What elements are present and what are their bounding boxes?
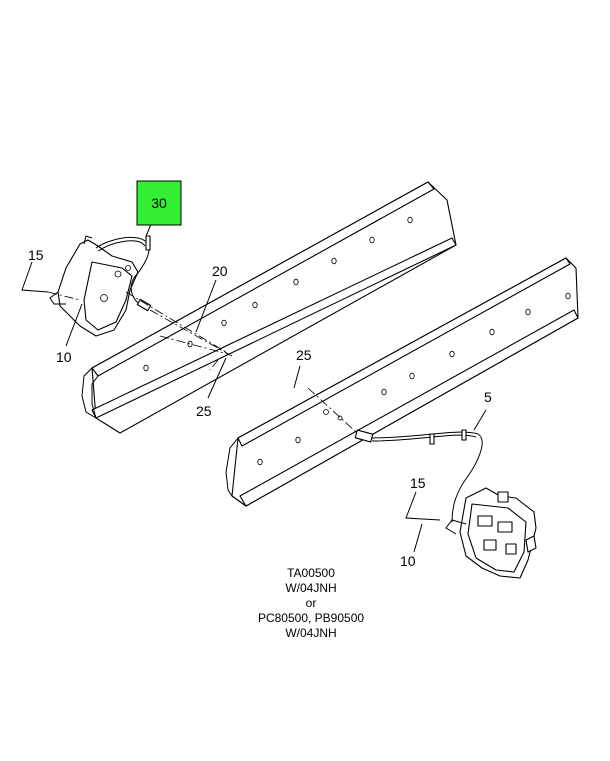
callout-10-upper[interactable]: 10	[56, 349, 72, 365]
callout-30[interactable]: 30	[151, 195, 167, 211]
lower-rail-holes	[257, 292, 571, 466]
callout-25-upper[interactable]: 25	[196, 403, 212, 419]
alignment-lines	[47, 291, 357, 433]
lower-sensor-bracket	[445, 487, 537, 579]
callout-15-upper[interactable]: 15	[28, 247, 44, 263]
lower-sensor-cable	[323, 409, 483, 523]
callout-10-lower[interactable]: 10	[400, 553, 416, 569]
option-code-1: W/04JNH	[285, 581, 336, 595]
callout-5[interactable]: 5	[484, 389, 492, 405]
model-code-1: TA00500	[287, 566, 335, 580]
callout-20[interactable]: 20	[212, 263, 228, 279]
upper-sensor-cable	[95, 235, 152, 312]
leader-lines	[21, 221, 487, 553]
model-code-2: PC80500, PB90500	[258, 611, 364, 625]
callout-30-highlight	[136, 180, 182, 226]
upper-sensor-bracket	[49, 235, 139, 337]
applicability-note: TA00500 W/04JNH or PC80500, PB90500 W/04…	[258, 566, 364, 640]
option-code-2: W/04JNH	[285, 626, 336, 640]
lower-frame-rail	[225, 257, 579, 507]
or-separator: or	[306, 596, 317, 610]
upper-frame-rail	[81, 181, 457, 434]
callout-25-lower[interactable]: 25	[296, 347, 312, 363]
upper-rail-holes	[143, 216, 413, 372]
callout-15-lower[interactable]: 15	[410, 475, 426, 491]
